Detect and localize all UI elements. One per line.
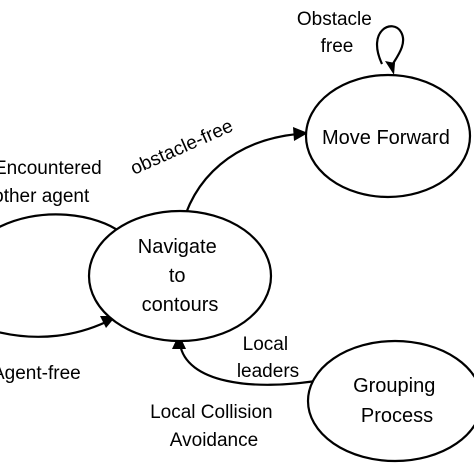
- navigate-label: Navigate to contours: [138, 236, 223, 316]
- left-loop-arrow: [0, 213, 121, 233]
- grouping-to-navigate-arrow: [178, 343, 323, 386]
- agent-free-arrow: [0, 321, 107, 338]
- grouping-label: Grouping Process: [353, 375, 441, 427]
- grouping-state: [306, 339, 474, 463]
- move-forward-state: [304, 73, 472, 199]
- obstacle-free-arrowhead: [293, 127, 308, 141]
- obstacle-free-label: obstacle-free: [127, 116, 236, 180]
- self-loop-label: Obstacle free: [297, 9, 377, 57]
- self-loop-arrowhead: [385, 61, 395, 75]
- move-forward-label: Move Forward: [322, 127, 450, 149]
- self-loop-arrow: [375, 25, 405, 68]
- navigate-state: [87, 209, 273, 343]
- local-leaders-label: Local leaders: [237, 334, 299, 382]
- encountered-label: Encountered another agent: [0, 158, 107, 207]
- agent-free-label: Agent-free: [0, 363, 81, 384]
- collision-label: Local Collision Avoidance: [150, 402, 278, 451]
